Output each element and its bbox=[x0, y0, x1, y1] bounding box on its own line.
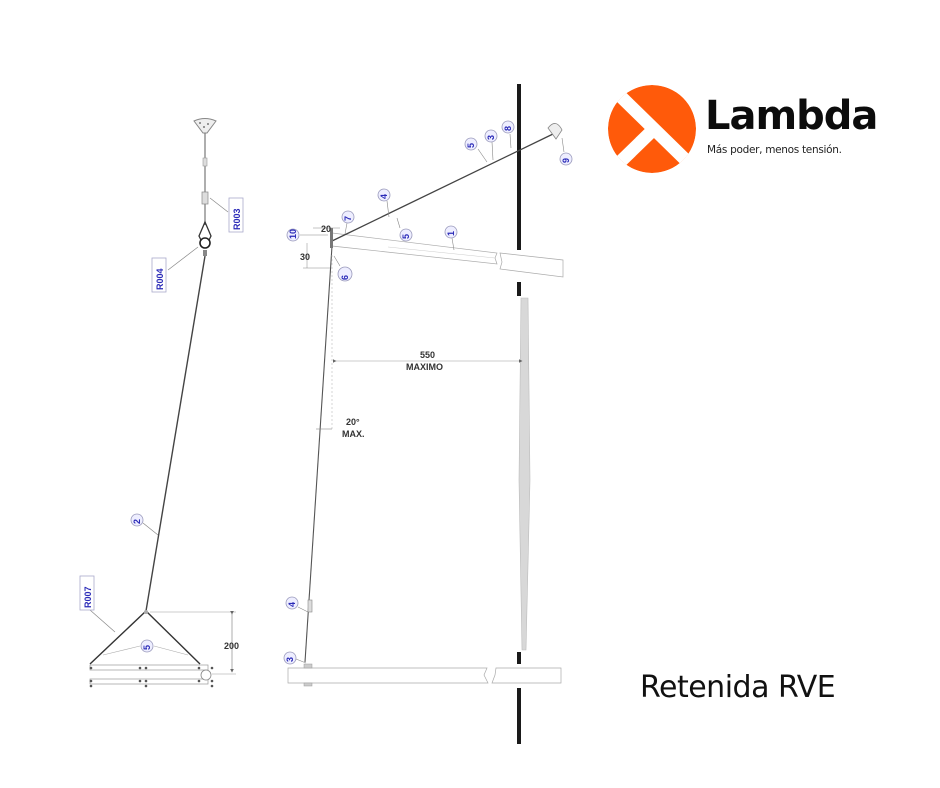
label-R003: R003 bbox=[232, 208, 242, 230]
pole-top bbox=[517, 84, 521, 250]
angle-value: 20° bbox=[346, 417, 360, 427]
callout-8: 9 bbox=[559, 137, 573, 166]
top-anchor-plate bbox=[193, 118, 217, 134]
strut-wire bbox=[304, 245, 333, 663]
span-value: 550 bbox=[420, 350, 435, 360]
drawing-caption: Retenida RVE bbox=[640, 670, 836, 705]
lambda-logo: Lambda Más poder, menos tensión. bbox=[606, 84, 886, 174]
svg-text:6: 6 bbox=[340, 275, 350, 280]
callout-3-bottom: 3 bbox=[283, 651, 307, 665]
pole-body bbox=[518, 297, 531, 651]
lower-crossarm bbox=[287, 667, 489, 684]
callout-2: 2 bbox=[132, 519, 142, 524]
svg-text:8: 8 bbox=[503, 126, 513, 131]
label-R004: R004 bbox=[155, 268, 165, 290]
left-view: R003 R004 2 R007 5 bbox=[79, 118, 244, 688]
svg-text:3: 3 bbox=[285, 657, 295, 662]
dimension-20: 20 bbox=[321, 224, 331, 234]
callout-10: 6 bbox=[333, 255, 353, 282]
callout-5-top: 5 bbox=[464, 137, 488, 163]
callout-4-bottom: 4 bbox=[285, 596, 309, 613]
label-R007: R007 bbox=[83, 586, 93, 608]
callout-6: 7 bbox=[341, 210, 355, 235]
upper-crossarm bbox=[331, 232, 498, 265]
svg-text:5: 5 bbox=[401, 234, 411, 239]
svg-text:5: 5 bbox=[466, 143, 476, 148]
callout-4-top: 4 bbox=[377, 188, 391, 218]
lambda-logo-icon bbox=[608, 85, 696, 173]
svg-text:3: 3 bbox=[486, 135, 496, 140]
angle-label: MAX. bbox=[342, 429, 365, 439]
span-label: MAXIMO bbox=[406, 362, 443, 372]
main-cable bbox=[145, 255, 206, 612]
brand-tagline: Más poder, menos tensión. bbox=[707, 144, 842, 156]
upper-guy-wire bbox=[331, 133, 554, 242]
svg-text:1: 1 bbox=[446, 231, 456, 236]
callout-9: 10 bbox=[286, 228, 328, 242]
callout-5-mid: 5 bbox=[396, 217, 413, 242]
callout-3-top: 3 bbox=[484, 129, 498, 161]
dimension-200: 200 bbox=[224, 641, 239, 651]
callout-1: 1 bbox=[444, 225, 458, 251]
svg-text:4: 4 bbox=[287, 602, 297, 607]
callout-5-left: 5 bbox=[142, 645, 152, 650]
dimension-30: 30 bbox=[300, 252, 310, 262]
svg-text:10: 10 bbox=[288, 229, 298, 239]
svg-text:7: 7 bbox=[343, 216, 353, 221]
brand-name: Lambda bbox=[705, 93, 878, 139]
svg-text:4: 4 bbox=[379, 194, 389, 199]
svg-text:9: 9 bbox=[561, 158, 571, 163]
callout-7: 8 bbox=[501, 120, 515, 149]
right-view: 550 MAXIMO 20° MAX. 20 30 1 5 3 bbox=[283, 84, 573, 744]
